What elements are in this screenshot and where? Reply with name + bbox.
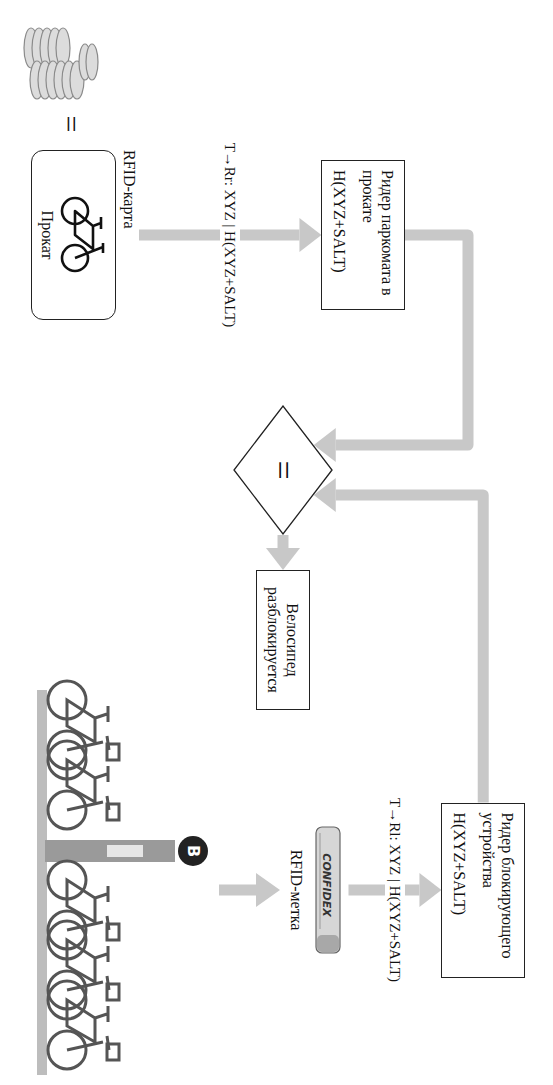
arrow-shaft [219, 885, 257, 896]
arrow-head [419, 873, 441, 907]
bike-station-photo [37, 681, 208, 1075]
arrow-line [336, 495, 483, 803]
frame [67, 760, 109, 810]
frame [75, 211, 103, 258]
arrow-line [349, 885, 420, 896]
node-text: Ридер блокирующего устройства [479, 813, 517, 968]
rfid-card: RFID-карта Прокат [31, 150, 139, 320]
kiosk [45, 840, 175, 862]
frame [67, 1000, 109, 1050]
bike [48, 861, 119, 949]
bikes-to-tag-arrow [219, 873, 280, 907]
arrow-head [256, 873, 280, 907]
transfer-label: T→Rl: XYZ | H(XYZ+SALT) [385, 793, 405, 987]
logo-circle [178, 836, 208, 866]
tag-brand: CONFIDEX [321, 853, 332, 916]
diamond-shape [234, 406, 332, 534]
tag-body [317, 827, 341, 953]
process-box: Ридер блокирующего устройства H(XYZ+SALT) [441, 803, 525, 978]
process-box: Ридер паркомата в прокате H(XYZ+SALT) [321, 160, 405, 310]
flow-arrow [266, 535, 300, 570]
flow-arrow [314, 478, 483, 803]
kiosk-screen [107, 845, 143, 857]
node-text: = [266, 460, 300, 479]
process-box: Велосипед разблокируется [256, 570, 310, 710]
bike [48, 681, 119, 769]
arrow-line [139, 230, 299, 241]
rfid-tag: RFID-метка CONFIDEX [287, 815, 348, 965]
station-logo-letter: B [185, 845, 201, 857]
basket [107, 924, 119, 940]
node-text: H(XYZ+SALT) [329, 170, 348, 300]
node-text: Прокат [38, 159, 57, 311]
equals-sign: = [56, 116, 86, 133]
bikes [48, 681, 119, 1069]
tag-end [318, 935, 340, 952]
basket [107, 744, 119, 760]
basket [107, 1044, 119, 1060]
arrow-head [266, 548, 300, 570]
basket [107, 804, 119, 820]
bike [48, 981, 119, 1069]
node-text: RFID-карта [120, 150, 139, 320]
coin [86, 44, 98, 80]
bicycle-lines [62, 198, 103, 271]
bicycle-icon [59, 195, 109, 275]
bike [48, 741, 119, 829]
basket [107, 984, 119, 1000]
card-outline: Прокат [31, 150, 116, 320]
node-text: Ридер паркомата в прокате [359, 170, 397, 300]
coins-picture [24, 28, 98, 99]
bike [48, 921, 119, 1009]
node-text: H(XYZ+SALT) [449, 813, 468, 968]
arrow-line [278, 535, 289, 548]
transfer-label: T→Rr: XYZ | H(XYZ+SALT) [220, 138, 240, 333]
node-text: RFID-метка [287, 815, 306, 965]
decision-diamond: = [233, 405, 333, 535]
node-text: Велосипед разблокируется [264, 580, 302, 700]
arrow-head [299, 218, 321, 252]
dock-base [37, 690, 47, 1075]
